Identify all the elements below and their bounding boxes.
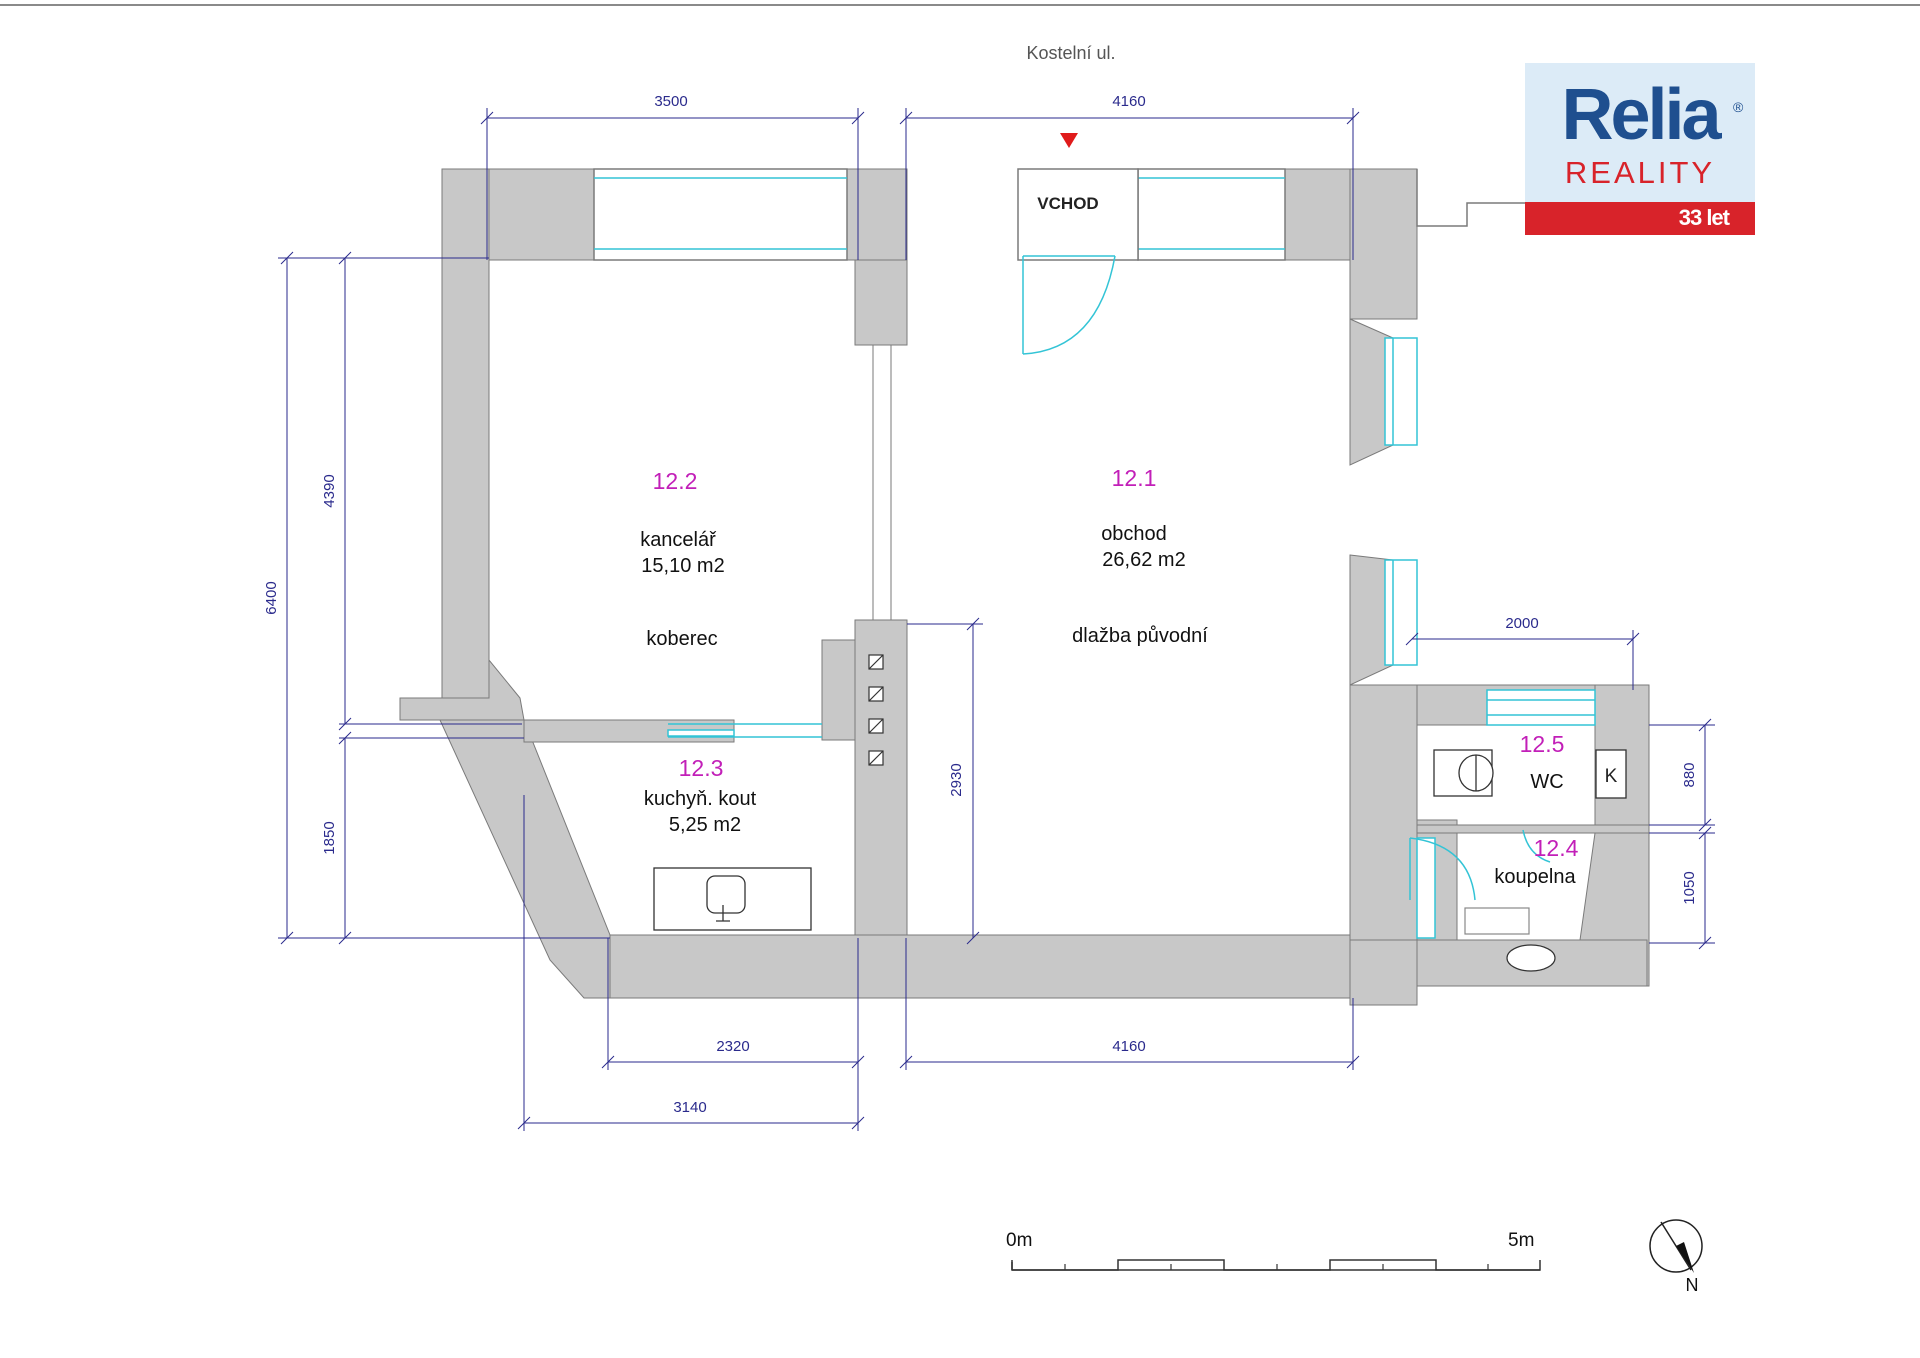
logo-band: 33 let xyxy=(1525,202,1755,235)
room-12-4-name: koupelna xyxy=(1494,866,1576,888)
kitchen-sink xyxy=(653,867,812,931)
entrance-opening xyxy=(1017,168,1139,261)
room-12-2-floor: koberec xyxy=(646,628,717,650)
dim-inner: 2930 xyxy=(948,763,965,796)
logo-sub: REALITY xyxy=(1564,155,1716,190)
neighbour-outline xyxy=(1416,169,1525,227)
walls xyxy=(399,168,1650,1006)
wc-fixtures xyxy=(1433,749,1627,799)
room-12-3-number: 12.3 xyxy=(679,755,724,781)
scale-end: 5m xyxy=(1508,1230,1534,1251)
dim-top-left: 3500 xyxy=(654,93,687,110)
entrance-arrow xyxy=(1060,133,1078,148)
room-12-4-number: 12.4 xyxy=(1534,835,1579,861)
dim-bottom-right: 4160 xyxy=(1112,1038,1145,1055)
room-labels: 12.2 kancelář 15,10 m2 koberec 12.1 obch… xyxy=(640,465,1578,888)
dim-bottom-mid: 2320 xyxy=(716,1038,749,1055)
windows xyxy=(593,168,1596,939)
room-12-1-number: 12.1 xyxy=(1112,465,1157,491)
room-12-2-area: 15,10 m2 xyxy=(641,555,724,577)
room-12-5-name: WC xyxy=(1530,771,1563,793)
dimension-labels: 3500 4160 6400 4390 1850 2930 4160 2320 … xyxy=(263,93,1698,1116)
room-12-1-name: obchod xyxy=(1101,523,1167,545)
dim-wc-depth: 880 xyxy=(1681,762,1698,787)
relia-logo: Relia ® REALITY 33 let xyxy=(1525,63,1755,235)
entrance-door xyxy=(1022,255,1116,355)
dim-left-lower: 1850 xyxy=(321,821,338,854)
room-12-2-number: 12.2 xyxy=(653,468,698,494)
kitchen-door xyxy=(667,723,822,738)
logo-registered-mark: ® xyxy=(1733,99,1744,115)
room-12-2-name: kancelář xyxy=(640,529,717,551)
dim-bottom-left: 3140 xyxy=(673,1099,706,1116)
dimension-lines xyxy=(278,108,1715,1131)
logo-brand: Relia xyxy=(1561,75,1721,155)
ventilation-shafts xyxy=(868,654,884,766)
street-label: Kostelní ul. xyxy=(1026,43,1115,63)
entrance-label: VCHOD xyxy=(1037,194,1098,213)
dim-bath-depth: 1050 xyxy=(1681,871,1698,904)
dim-top-right: 4160 xyxy=(1112,93,1145,110)
dim-left-total: 6400 xyxy=(263,581,280,614)
partition-opening xyxy=(872,344,892,621)
north-arrow-icon: N xyxy=(1649,1219,1703,1295)
room-12-1-floor: dlažba původní xyxy=(1072,625,1208,647)
dim-wc-width: 2000 xyxy=(1505,615,1538,632)
room-12-3-area: 5,25 m2 xyxy=(669,814,741,836)
north-label: N xyxy=(1686,1275,1699,1295)
top-border-line xyxy=(0,4,1920,6)
bath-door xyxy=(1409,829,1551,901)
bath-fixtures xyxy=(1464,907,1556,972)
scale-start: 0m xyxy=(1006,1230,1032,1251)
scale-bar: 0m 5m xyxy=(1006,1230,1541,1271)
logo-years: 33 let xyxy=(1678,205,1730,230)
logo-background: Relia ® REALITY xyxy=(1525,63,1755,202)
room-12-1-area: 26,62 m2 xyxy=(1102,549,1185,571)
boiler-label: K xyxy=(1605,766,1618,787)
room-12-3-name: kuchyň. kout xyxy=(644,788,757,810)
dim-left-upper: 4390 xyxy=(321,474,338,507)
room-12-5-number: 12.5 xyxy=(1520,731,1565,757)
